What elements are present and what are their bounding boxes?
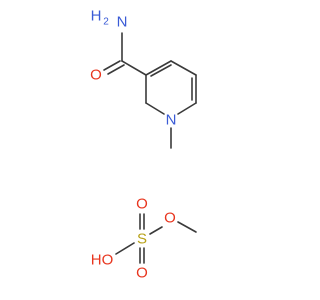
hydroxyl-label: HO xyxy=(91,252,114,269)
sulfate-oxygen-bottom-label: O xyxy=(136,265,148,282)
methyl-sulfate-structure: S O O O HO xyxy=(91,196,197,282)
ring-nitrogen-label: N xyxy=(166,112,177,129)
amide-hydrogen-label: H xyxy=(91,8,102,25)
ester-oxygen-label: O xyxy=(164,210,176,227)
bond-c-c3 xyxy=(121,60,147,76)
ring-bond-n1-c2 xyxy=(145,102,165,115)
bond-c-o-double-2 xyxy=(107,64,125,75)
ring-bond-c6-n1 xyxy=(177,102,197,115)
bond-s-oh xyxy=(115,242,135,255)
sulfate-oxygen-top-label: O xyxy=(136,196,148,213)
ring-bond-c4-c5 xyxy=(170,60,197,76)
chemical-structure-diagram: N H 2 O N S O O O HO xyxy=(90,8,197,282)
carbonyl-oxygen-label: O xyxy=(90,67,102,84)
ring-bond-c3-c4-inner xyxy=(150,64,172,77)
structure-canvas: N H 2 O N S O O O HO xyxy=(90,8,197,282)
bond-s-o-ester xyxy=(149,226,163,235)
dihydronicotinamide-structure: N H 2 O N xyxy=(90,8,197,149)
ring-bond-c3-c4 xyxy=(145,60,172,76)
bond-c-o-double-1 xyxy=(103,60,121,71)
amide-hydrogen-count: 2 xyxy=(103,17,109,28)
bond-o-methyl xyxy=(177,221,197,233)
sulfur-label: S xyxy=(137,231,147,248)
amide-nitrogen-label: N xyxy=(117,14,128,31)
